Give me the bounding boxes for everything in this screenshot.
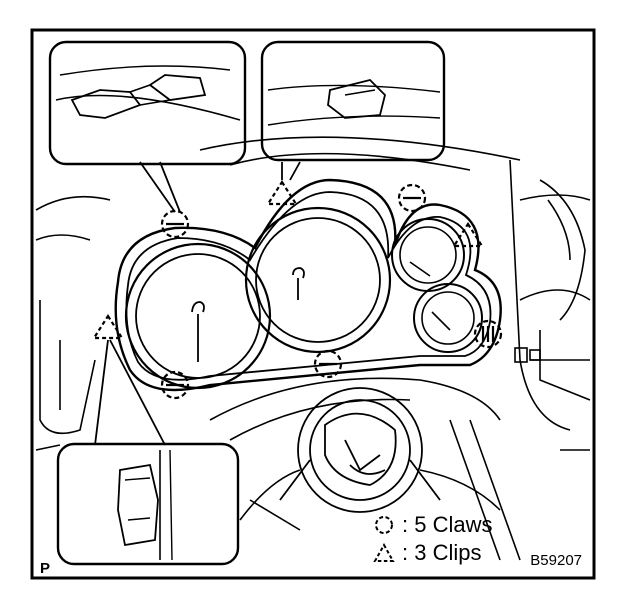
steering-column [279, 387, 441, 513]
circle-dashed-icon [375, 516, 393, 534]
reference-code: B59207 [530, 552, 582, 569]
claw-marker-bottom-center [313, 349, 343, 379]
left-gauge [124, 242, 272, 390]
cluster-housing-inner [125, 191, 492, 381]
legend-clips-label: : 3 Clips [402, 540, 482, 565]
legend-clips: : 3 Clips [372, 540, 481, 566]
right-upper-gauge [391, 218, 465, 292]
corner-mark: P [40, 560, 51, 577]
callout-lines [94, 161, 301, 446]
legend-claws-label: : 5 Claws [402, 512, 493, 537]
clip-marker-top-center [265, 179, 299, 206]
claw-marker-bottom-left [160, 370, 190, 400]
detail-inset-bottom-left [56, 442, 240, 566]
center-gauge [244, 206, 392, 354]
cluster-housing [114, 178, 502, 392]
legend-claws: : 5 Claws [372, 512, 492, 538]
claw-marker-lower-right [473, 319, 503, 349]
detail-inset-top-left [48, 40, 247, 166]
claw-marker-top-right [397, 183, 427, 213]
claw-marker-top-left [160, 209, 190, 239]
right-lower-gauge [413, 283, 483, 353]
triangle-dashed-icon [373, 542, 395, 562]
detail-inset-top-right [260, 40, 446, 162]
side-switch [514, 347, 541, 363]
frame-border [30, 28, 596, 580]
